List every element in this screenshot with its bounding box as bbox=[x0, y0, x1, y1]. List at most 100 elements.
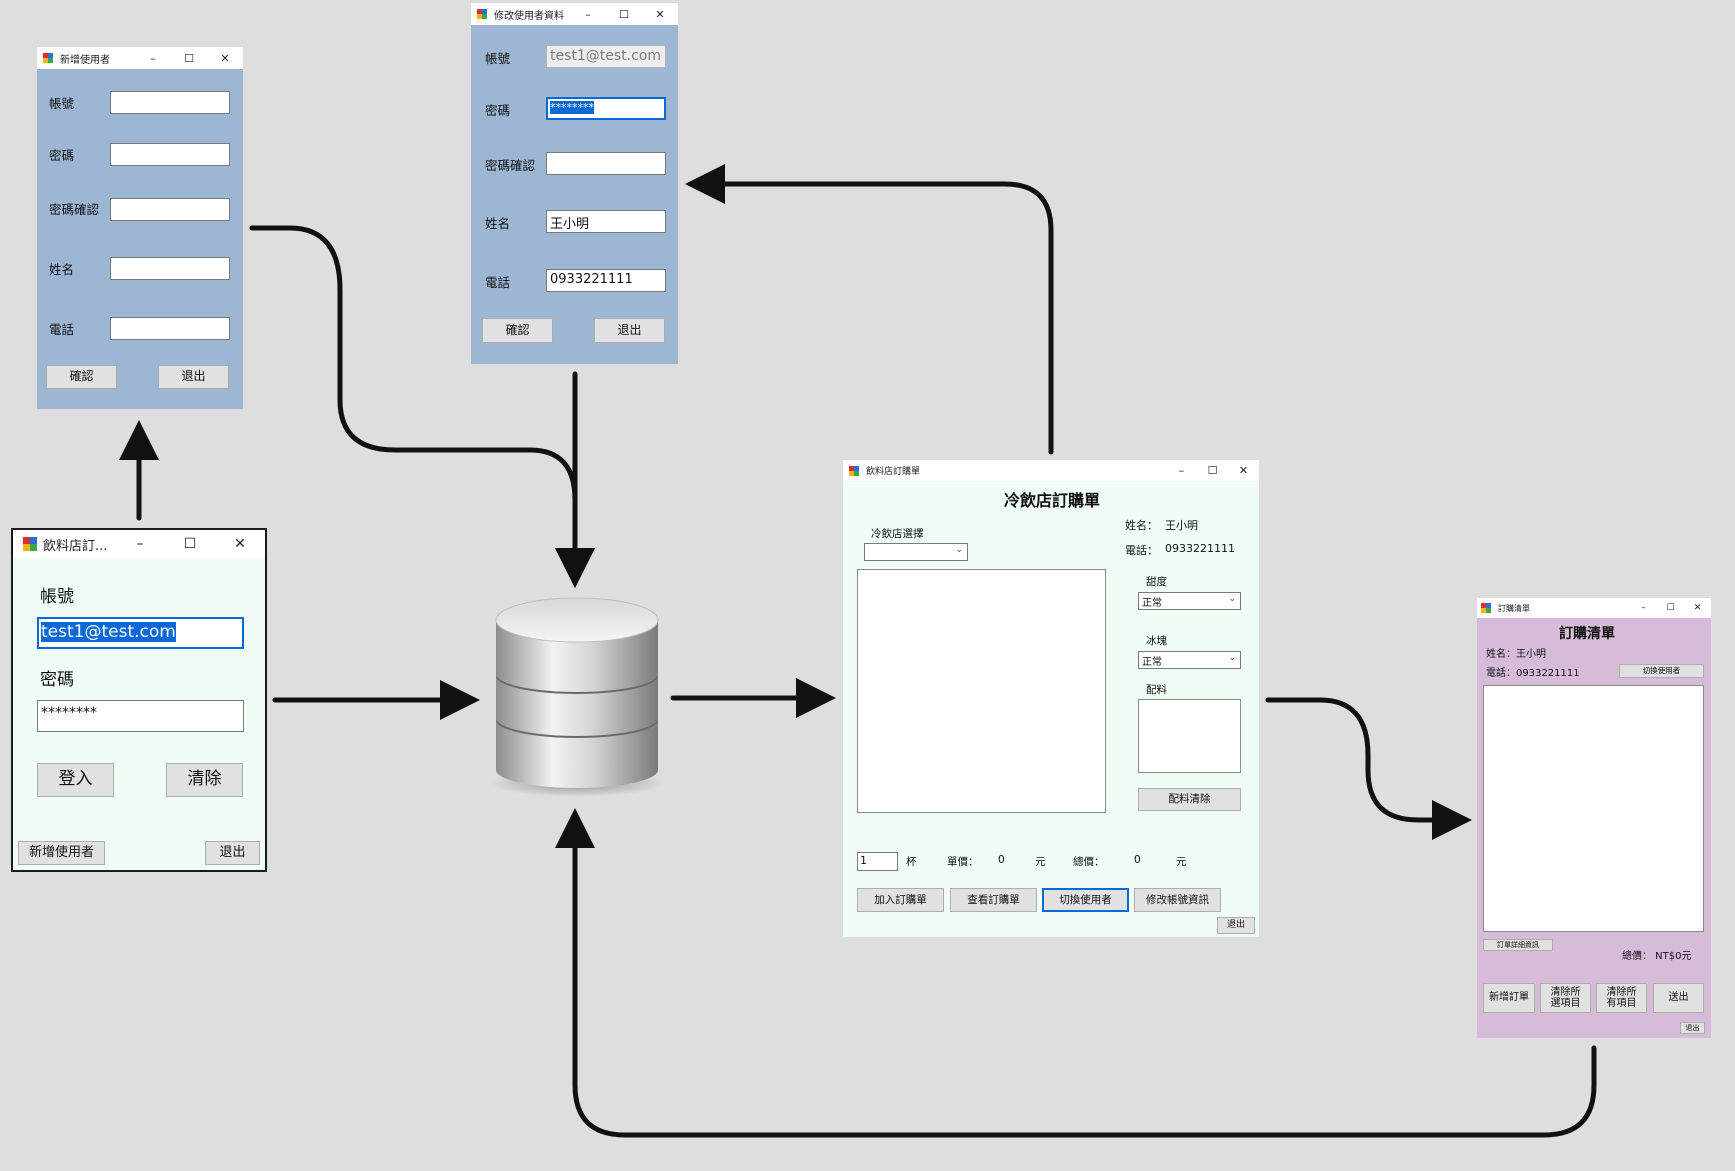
clear-selected-button[interactable]: 清除所選項目 bbox=[1540, 983, 1591, 1013]
shop-select[interactable]: ⌄ bbox=[864, 543, 968, 561]
exit-button[interactable]: 退出 bbox=[1217, 917, 1255, 934]
sweetness-value: 正常 bbox=[1142, 598, 1162, 609]
phone-label: 電話： bbox=[1125, 544, 1158, 557]
chevron-down-icon: ⌄ bbox=[955, 545, 963, 555]
minimize-icon[interactable]: – bbox=[136, 536, 144, 552]
phone-input[interactable]: 0933221111 bbox=[546, 269, 666, 292]
unit-price-yuan: 元 bbox=[1035, 856, 1046, 868]
maximize-icon[interactable]: ☐ bbox=[1666, 603, 1675, 613]
order-detail-button[interactable]: 訂單詳細資訊 bbox=[1483, 939, 1553, 951]
account-input[interactable]: test1@test.com bbox=[37, 617, 244, 649]
account-selection: test1@test.com bbox=[41, 622, 176, 642]
add-user-button[interactable]: 新增使用者 bbox=[18, 841, 105, 865]
window-title: 訂購清單 bbox=[1498, 603, 1530, 613]
login-window: 飲料店訂... – ☐ ✕ 帳號 test1@test.com 密碼 *****… bbox=[11, 528, 267, 872]
password-input[interactable]: ******** bbox=[546, 97, 666, 120]
phone-label: 電話 bbox=[49, 322, 75, 337]
name-input[interactable]: 王小明 bbox=[546, 210, 666, 233]
unit-price-label: 單價： bbox=[947, 856, 979, 868]
close-icon[interactable]: ✕ bbox=[220, 51, 230, 65]
password-confirm-input[interactable] bbox=[110, 198, 230, 221]
minimize-icon[interactable]: – bbox=[1641, 603, 1646, 613]
switch-user-button[interactable]: 切換使用者 bbox=[1619, 664, 1704, 678]
cup-unit: 杯 bbox=[906, 856, 917, 868]
maximize-icon[interactable]: ☐ bbox=[183, 536, 197, 552]
maximize-icon[interactable]: ☐ bbox=[1207, 464, 1218, 477]
title-bar: 飲料店訂... – ☐ ✕ bbox=[13, 530, 265, 558]
order-items-list[interactable] bbox=[1483, 685, 1704, 932]
switch-user-button[interactable]: 切換使用者 bbox=[1042, 888, 1129, 912]
password-confirm-label: 密碼確認 bbox=[49, 202, 100, 217]
name-label: 姓名： bbox=[1125, 519, 1158, 532]
title-bar: 訂購清單 – ☐ ✕ bbox=[1477, 598, 1711, 618]
toppings-clear-button[interactable]: 配料清除 bbox=[1138, 788, 1241, 811]
confirm-button[interactable]: 確認 bbox=[482, 318, 553, 343]
exit-button[interactable]: 退出 bbox=[1680, 1022, 1705, 1034]
exit-button[interactable]: 退出 bbox=[205, 841, 260, 865]
password-input[interactable] bbox=[110, 143, 230, 166]
ice-label: 冰塊 bbox=[1146, 635, 1167, 647]
add-order-button[interactable]: 加入訂購單 bbox=[857, 888, 944, 912]
name-input[interactable] bbox=[110, 257, 230, 280]
exit-button[interactable]: 退出 bbox=[594, 318, 665, 343]
login-button[interactable]: 登入 bbox=[37, 763, 114, 797]
password-confirm-label: 密碼確認 bbox=[485, 158, 536, 173]
title-bar: 飲料店訂購單 – ☐ ✕ bbox=[843, 460, 1259, 481]
account-label: 帳號 bbox=[485, 51, 511, 66]
name-label: 姓名 bbox=[485, 216, 511, 231]
chevron-down-icon: ⌄ bbox=[1228, 594, 1236, 604]
minimize-icon[interactable]: – bbox=[150, 51, 156, 65]
window-title: 飲料店訂... bbox=[43, 538, 108, 554]
shop-select-label: 冷飲店選擇 bbox=[871, 528, 924, 540]
quantity-input[interactable]: 1 bbox=[857, 852, 898, 871]
maximize-icon[interactable]: ☐ bbox=[619, 7, 629, 21]
title-bar: 修改使用者資料 – ☐ ✕ bbox=[471, 3, 678, 25]
edit-account-button[interactable]: 修改帳號資訊 bbox=[1134, 888, 1221, 912]
password-confirm-input[interactable] bbox=[546, 152, 666, 175]
confirm-button[interactable]: 確認 bbox=[46, 365, 117, 389]
maximize-icon[interactable]: ☐ bbox=[184, 51, 194, 65]
new-order-button[interactable]: 新增訂單 bbox=[1483, 983, 1535, 1013]
window-title: 飲料店訂購單 bbox=[866, 467, 921, 477]
arrow-order-list-to-db bbox=[555, 808, 1597, 1138]
view-order-button[interactable]: 查看訂購單 bbox=[950, 888, 1037, 912]
phone-input[interactable] bbox=[110, 317, 230, 340]
ice-select[interactable]: 正常⌄ bbox=[1138, 651, 1241, 669]
order-list-window: 訂購清單 – ☐ ✕ 訂購清單 姓名：王小明 電話：0933221111 切換使… bbox=[1477, 598, 1711, 1038]
close-icon[interactable]: ✕ bbox=[234, 536, 246, 552]
unit-price-value: 0 bbox=[998, 854, 1005, 866]
app-icon bbox=[43, 53, 54, 63]
drink-list[interactable] bbox=[857, 569, 1106, 813]
sweetness-select[interactable]: 正常 ⌄ bbox=[1138, 592, 1241, 610]
phone-label: 電話 bbox=[485, 275, 511, 290]
close-icon[interactable]: ✕ bbox=[1693, 603, 1702, 613]
close-icon[interactable]: ✕ bbox=[1238, 464, 1249, 477]
password-input[interactable]: ******** bbox=[37, 700, 244, 732]
toppings-label: 配料 bbox=[1146, 684, 1167, 696]
ice-value: 正常 bbox=[1142, 657, 1162, 668]
password-label: 密碼 bbox=[49, 148, 75, 163]
database-icon bbox=[489, 597, 665, 797]
order-list-heading: 訂購清單 bbox=[1559, 626, 1615, 642]
toppings-list[interactable] bbox=[1138, 699, 1241, 773]
close-icon[interactable]: ✕ bbox=[655, 7, 665, 21]
order-window: 飲料店訂購單 – ☐ ✕ 冷飲店訂購單 冷飲店選擇 ⌄ 姓名： 王小明 電話： … bbox=[843, 460, 1259, 937]
app-icon bbox=[23, 537, 37, 551]
minimize-icon[interactable]: – bbox=[585, 7, 591, 21]
arrow-add-user-to-db bbox=[249, 225, 595, 588]
send-button[interactable]: 送出 bbox=[1653, 983, 1704, 1013]
app-icon bbox=[849, 465, 860, 476]
title-bar: 新增使用者 – ☐ ✕ bbox=[37, 47, 243, 69]
exit-button[interactable]: 退出 bbox=[158, 365, 229, 389]
password-selection: ******** bbox=[550, 101, 594, 114]
arrow-order-to-order-list bbox=[1265, 697, 1472, 840]
account-input[interactable] bbox=[110, 91, 230, 114]
minimize-icon[interactable]: – bbox=[1178, 464, 1185, 477]
account-input[interactable]: test1@test.com bbox=[546, 45, 666, 68]
clear-button[interactable]: 清除 bbox=[166, 763, 243, 797]
name-label: 姓名 bbox=[49, 262, 75, 277]
clear-all-button[interactable]: 清除所有項目 bbox=[1596, 983, 1647, 1013]
total-text: 總價： NT$0元 bbox=[1622, 951, 1692, 962]
sweetness-label: 甜度 bbox=[1146, 576, 1167, 588]
